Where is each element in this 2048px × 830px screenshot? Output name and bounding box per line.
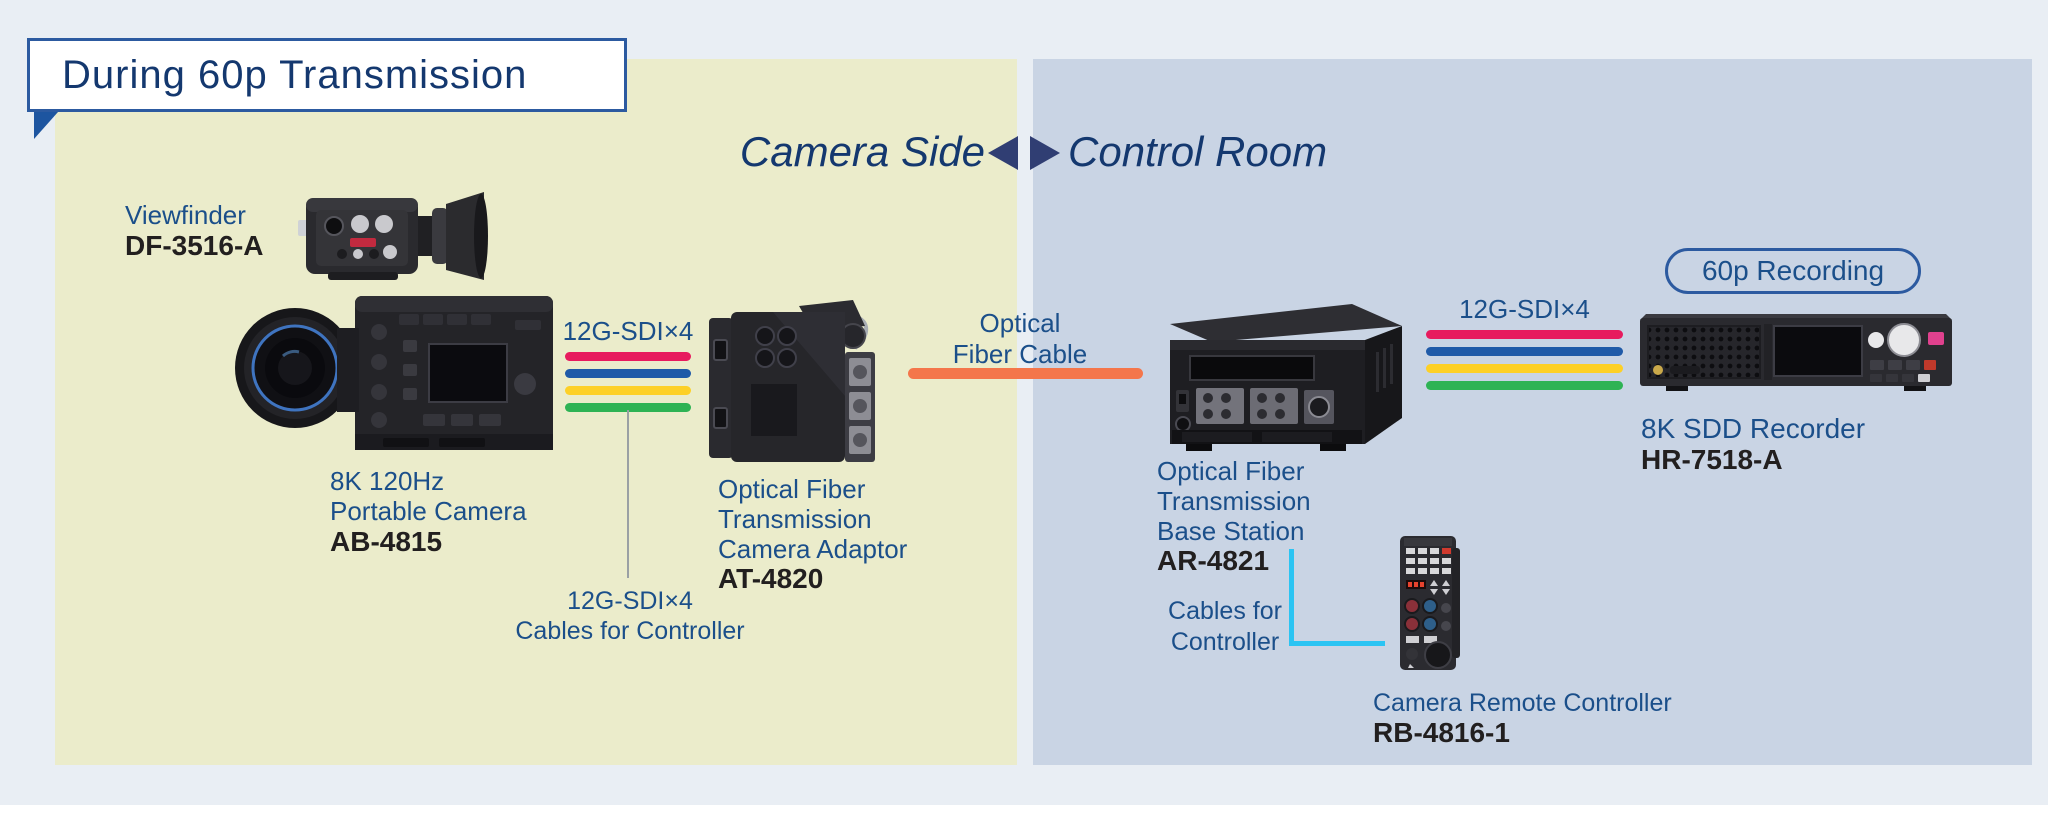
optical-fiber-label-line1: Optical xyxy=(979,308,1061,338)
recorder-label: 8K SDD Recorder xyxy=(1641,413,1866,444)
sdi-line-blue xyxy=(565,369,691,378)
sdi-lines-left xyxy=(565,352,691,412)
recorder-model: HR-7518-A xyxy=(1641,444,1783,475)
adaptor-label-line1: Optical Fiber xyxy=(718,474,866,504)
sdi-label-left: 12G-SDI×4 xyxy=(562,316,694,346)
base-station-label-line2: Transmission xyxy=(1157,486,1311,516)
adaptor-label-group: Optical Fiber Transmission Camera Adapto… xyxy=(718,474,907,593)
controller-cable-label-right: Cables for Controller xyxy=(1140,596,1310,658)
remote-label: Camera Remote Controller xyxy=(1373,689,1672,717)
sdi-line-green xyxy=(565,403,691,412)
base-station-label-line3: Base Station xyxy=(1157,516,1305,546)
sdi-line-red xyxy=(565,352,691,361)
title-box: During 60p Transmission xyxy=(27,38,627,112)
viewfinder-label-group: Viewfinder DF-3516-A xyxy=(125,200,263,262)
footer-strip xyxy=(0,805,2048,830)
controller-cable-label-left: 12G-SDI×4 Cables for Controller xyxy=(500,586,760,646)
camera-label-line2: Portable Camera xyxy=(330,496,527,526)
arrow-right-icon xyxy=(1030,136,1060,170)
sdi-label-right: 12G-SDI×4 xyxy=(1459,294,1590,324)
header-camera-side: Camera Side xyxy=(739,128,985,175)
adaptor-label-line2: Transmission xyxy=(718,504,872,534)
sdi-line-yellow xyxy=(1426,364,1623,373)
recorder-label-group: 8K SDD Recorder HR-7518-A xyxy=(1641,414,1865,476)
optical-fiber-label-line2: Fiber Cable xyxy=(952,339,1088,369)
adaptor-label-line3: Camera Adaptor xyxy=(718,534,908,564)
controller-cable-line-left xyxy=(627,410,629,578)
base-station-model: AR-4821 xyxy=(1157,545,1270,576)
recorder-image xyxy=(1640,314,1952,391)
recording-badge: 60p Recording xyxy=(1665,248,1921,294)
base-station-label-line1: Optical Fiber xyxy=(1157,456,1305,486)
camera-label-line1: 8K 120Hz xyxy=(330,466,445,496)
controller-cable-right-line1: Cables for xyxy=(1168,597,1282,625)
viewfinder-label: Viewfinder xyxy=(125,200,246,230)
adaptor-image xyxy=(709,300,875,462)
remote-controller-image xyxy=(1400,536,1460,670)
adaptor-model: AT-4820 xyxy=(718,563,824,594)
sdi-line-yellow xyxy=(565,386,691,395)
controller-cable-label-line2: Cables for Controller xyxy=(515,617,745,645)
sdi-line-red xyxy=(1426,330,1623,339)
viewfinder-image xyxy=(298,192,488,280)
sdi-line-blue xyxy=(1426,347,1623,356)
viewfinder-model: DF-3516-A xyxy=(125,230,264,261)
controller-cable-line-vertical xyxy=(1289,549,1294,646)
optical-fiber-label: Optical Fiber Cable xyxy=(920,308,1120,370)
controller-cable-line-horizontal xyxy=(1289,641,1385,646)
controller-cable-label-line1: 12G-SDI×4 xyxy=(567,587,693,615)
camera-label-group: 8K 120Hz Portable Camera AB-4815 xyxy=(330,466,527,557)
remote-label-group: Camera Remote Controller RB-4816-1 xyxy=(1373,688,1672,748)
remote-model: RB-4816-1 xyxy=(1373,717,1510,748)
camera-image xyxy=(235,296,553,450)
controller-cable-right-line2: Controller xyxy=(1170,628,1280,656)
base-station-image xyxy=(1170,304,1402,451)
recording-badge-text: 60p Recording xyxy=(1701,255,1885,286)
sdi-lines-right xyxy=(1426,330,1623,390)
camera-model: AB-4815 xyxy=(330,526,443,557)
title-text: During 60p Transmission xyxy=(62,52,528,97)
arrow-left-icon xyxy=(988,136,1018,170)
base-station-label-group: Optical Fiber Transmission Base Station … xyxy=(1157,456,1311,575)
sdi-line-green xyxy=(1426,381,1623,390)
header-control-room: Control Room xyxy=(1068,128,1328,175)
optical-fiber-line xyxy=(908,368,1143,379)
